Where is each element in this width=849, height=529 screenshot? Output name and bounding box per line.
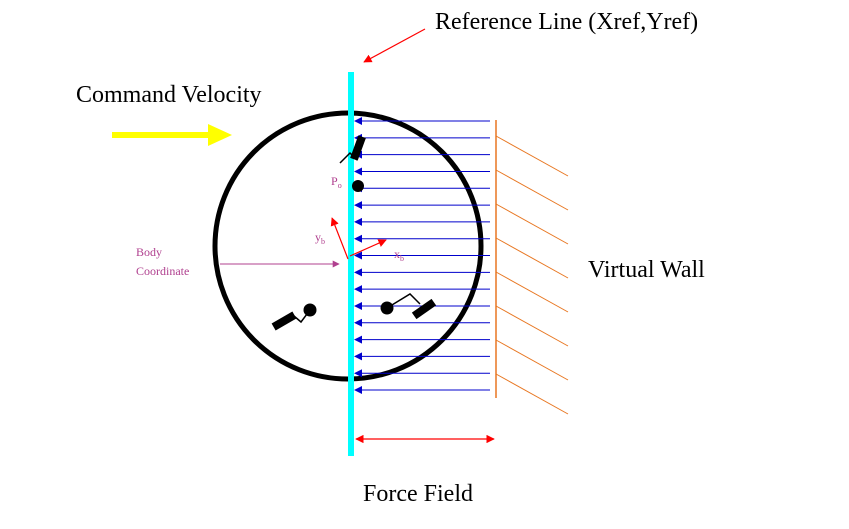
upper-sensor-mount bbox=[339, 135, 366, 192]
force-field-arrow-head bbox=[354, 234, 362, 243]
x-b-label: xb bbox=[394, 247, 404, 263]
force-field-arrow-head bbox=[354, 251, 362, 260]
force-field-arrow-head bbox=[354, 318, 362, 327]
body-coordinate-label-line1: Body bbox=[136, 245, 162, 259]
force-field-label: Force Field bbox=[363, 481, 473, 507]
wall-hatch-line bbox=[495, 271, 569, 313]
virtual-wall-label: Virtual Wall bbox=[588, 257, 705, 283]
wall-hatch-line bbox=[495, 339, 569, 381]
force-field-arrow-head bbox=[354, 117, 362, 125]
wall-hatch-line bbox=[495, 373, 569, 415]
left-wheel-assembly bbox=[271, 303, 317, 331]
y-b-label: yb bbox=[315, 230, 325, 246]
force-field-arrow-head bbox=[354, 285, 362, 294]
wall-hatch-line bbox=[495, 135, 569, 177]
body-coordinate-label-line2: Coordinate bbox=[136, 264, 189, 278]
wall-hatch-line bbox=[495, 305, 569, 347]
p-o-label: Po bbox=[331, 174, 342, 190]
y-b-axis-arrow bbox=[330, 217, 349, 260]
force-field-arrow-head bbox=[354, 217, 362, 226]
reference-line-pointer-arrow bbox=[363, 28, 426, 63]
force-field-arrow-head bbox=[354, 335, 362, 344]
wall-hatch-line bbox=[495, 203, 569, 245]
force-field-arrow-head bbox=[354, 369, 362, 378]
reference-line bbox=[348, 72, 354, 456]
x-b-axis-arrow bbox=[349, 239, 387, 257]
force-field-arrow-head bbox=[354, 301, 362, 310]
force-field-arrow-head bbox=[354, 201, 362, 210]
force-field bbox=[354, 117, 490, 394]
wall-hatch-line bbox=[495, 237, 569, 279]
command-velocity-arrow-head bbox=[208, 124, 232, 146]
force-field-arrow-head bbox=[354, 268, 362, 277]
right-wheel-assembly bbox=[380, 293, 437, 320]
force-field-arrow-head bbox=[354, 167, 362, 176]
wall-hatch-line bbox=[495, 169, 569, 211]
force-field-arrow-head bbox=[354, 386, 362, 394]
virtual-wall bbox=[495, 120, 569, 415]
reference-line-label: Reference Line (Xref,Yref) bbox=[435, 9, 698, 35]
command-velocity-label: Command Velocity bbox=[76, 82, 262, 108]
force-field-arrow-head bbox=[354, 352, 362, 361]
